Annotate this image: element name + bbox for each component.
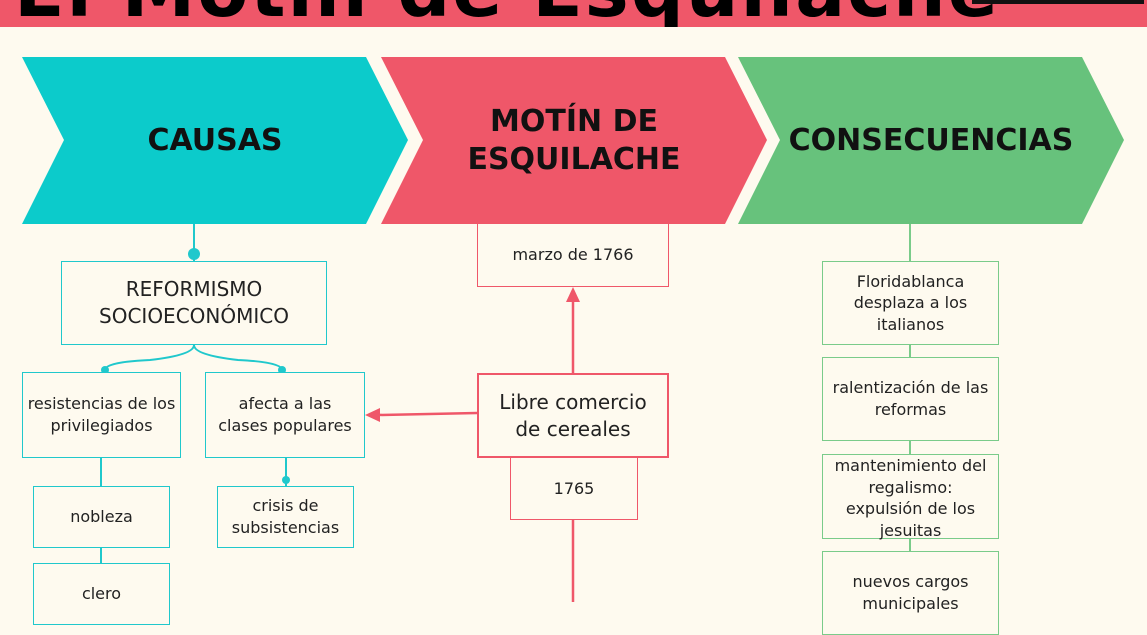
diagram-shapes — [22, 57, 1124, 602]
consequence-node: nuevos cargos municipales — [822, 551, 999, 635]
date-node: marzo de 1766 — [477, 224, 669, 287]
consequence-node: Floridablanca desplaza a los italianos — [822, 261, 999, 345]
title-underline — [972, 0, 1144, 4]
center-chevron — [381, 57, 767, 224]
consequence-node: ralentización de las reformas — [822, 357, 999, 441]
event-node: Libre comercio de cereales — [477, 373, 669, 458]
cause-main-node: REFORMISMO SOCIOECONÓMICO — [61, 261, 327, 345]
causes-chevron — [22, 57, 408, 224]
causes-header: CAUSAS — [147, 122, 283, 158]
title-banner: El Motín de Esquilache — [0, 0, 1147, 27]
connector-dot — [282, 476, 290, 484]
cause-child-node: clero — [33, 563, 170, 625]
consequences-chevron — [738, 57, 1124, 224]
event-year-node: 1765 — [510, 458, 638, 520]
consequence-node: mantenimiento del regalismo: expulsión d… — [822, 454, 999, 540]
causes-connectors — [100, 224, 287, 563]
center-connectors — [365, 287, 580, 602]
cause-node-left: resistencias de los privilegiados — [22, 372, 181, 458]
cause-child-node: nobleza — [33, 486, 170, 548]
cause-child-node: crisis de subsistencias — [217, 486, 354, 548]
consequences-header: CONSECUENCIAS — [788, 122, 1074, 158]
page-title: El Motín de Esquilache — [14, 0, 1000, 27]
connector-dot — [188, 248, 200, 260]
cause-node-right: afecta a las clases populares — [205, 372, 365, 458]
center-header: MOTÍN DE ESQUILACHE — [467, 104, 681, 177]
